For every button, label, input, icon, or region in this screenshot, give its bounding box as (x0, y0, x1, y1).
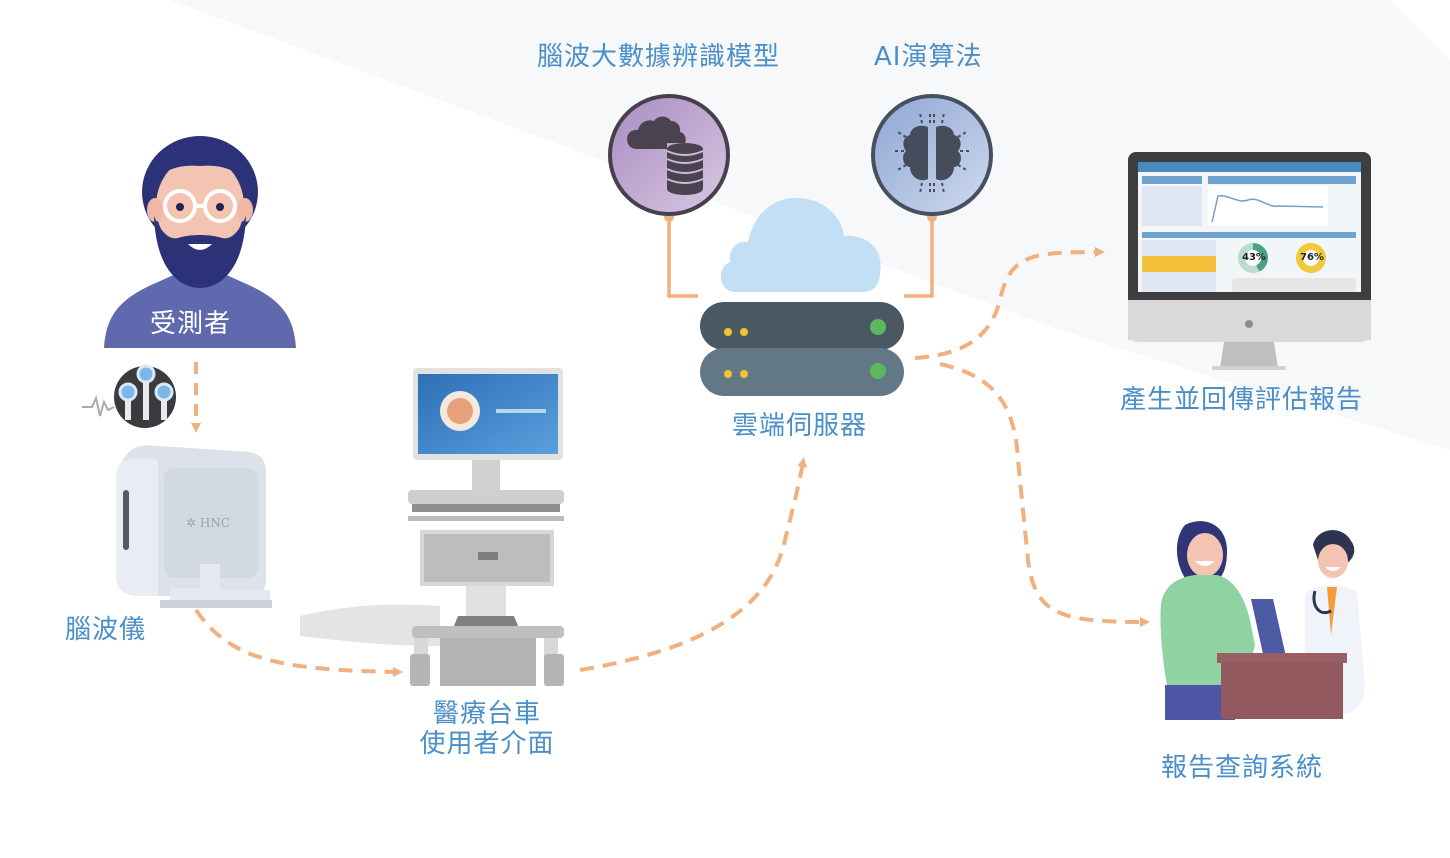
gauge-value-2: 76% (1300, 252, 1324, 263)
person-bearded-icon (104, 136, 296, 348)
ai-algorithm-node (870, 93, 994, 217)
doctor-patient-icon (1160, 521, 1365, 720)
medical-cart-icon (300, 368, 564, 686)
report-query-node (1155, 515, 1370, 720)
bigdata-model-node (607, 93, 731, 217)
ai-brain-icon (871, 94, 993, 216)
eeg-device-icon: ✲ HNC (116, 445, 272, 608)
medical-cart-label-line1: 醫療台車 (432, 699, 541, 729)
cloud-server-node (696, 188, 906, 408)
subject-node: 受測者 (100, 130, 300, 350)
eeg-device-node: ✲ HNC (100, 440, 275, 610)
electrodes-node (80, 360, 180, 430)
ai-algorithm-label: AI演算法 (874, 42, 983, 72)
cloud-server-icon (700, 197, 904, 396)
medical-cart-node (300, 366, 580, 691)
cloud-database-icon (608, 94, 730, 216)
report-query-label: 報告查詢系統 (1161, 753, 1324, 783)
gauge-value-1: 43% (1242, 252, 1266, 263)
brand-logo: ✲ HNC (186, 516, 230, 530)
cloud-server-label: 雲端伺服器 (732, 411, 868, 441)
report-generation-label: 產生並回傳評估報告 (1120, 385, 1364, 415)
desktop-monitor-icon (1128, 152, 1371, 370)
medical-cart-label-line2: 使用者介面 (419, 728, 555, 759)
medical-cart-label: 醫療台車 使用者介面 (412, 699, 562, 760)
eeg-device-label: 腦波儀 (65, 615, 147, 645)
subject-label: 受測者 (150, 309, 232, 339)
report-generation-node: 43% 76% (1128, 152, 1373, 374)
bigdata-model-label: 腦波大數據辨識模型 (537, 42, 781, 72)
eeg-electrodes-icon (82, 364, 176, 428)
